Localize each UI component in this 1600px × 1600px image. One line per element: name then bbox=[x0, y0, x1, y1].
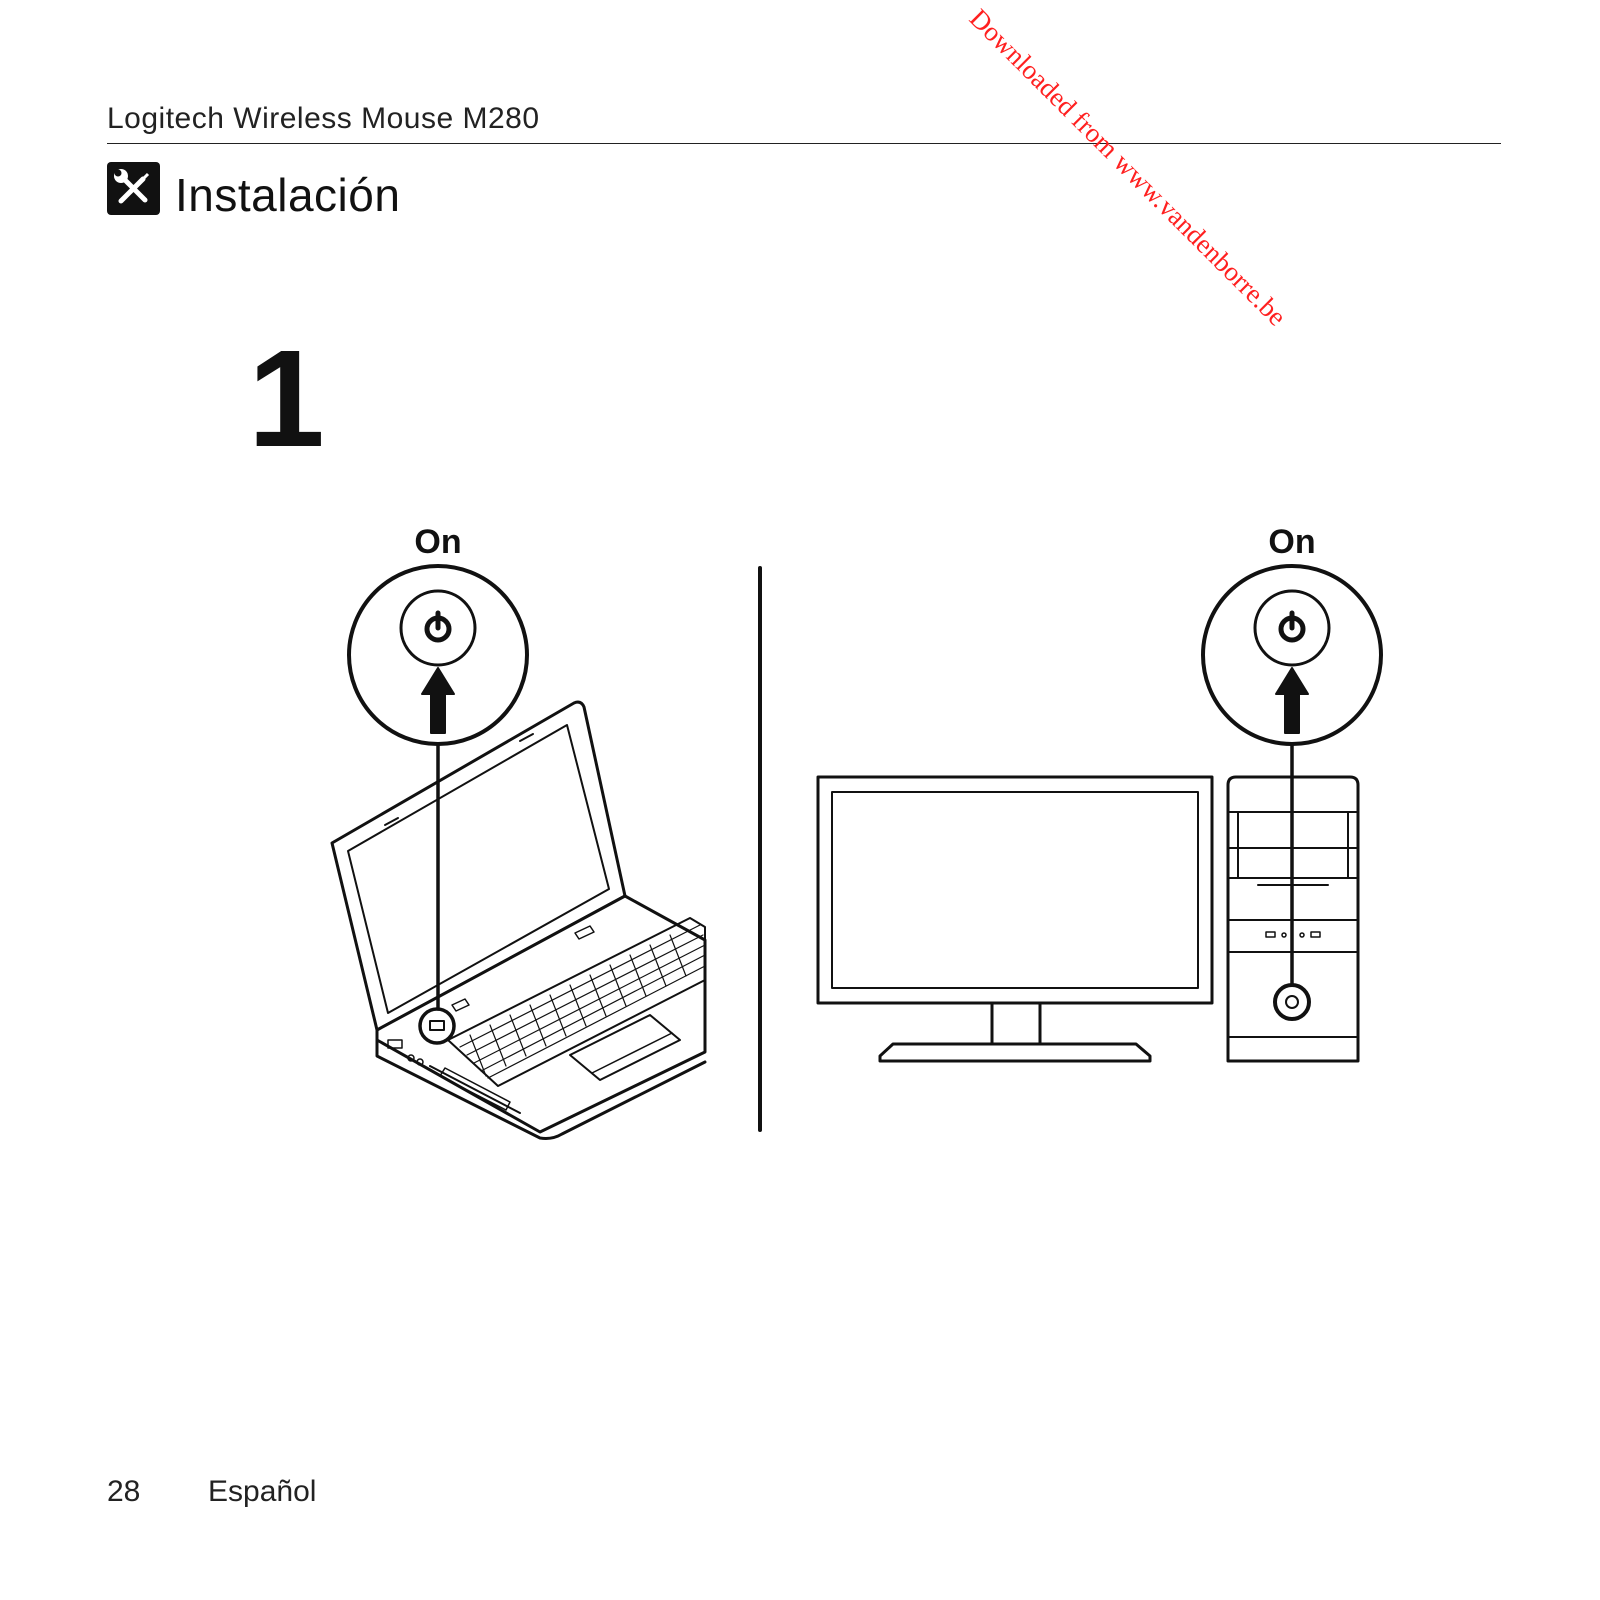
desktop-power-icon bbox=[1275, 610, 1309, 734]
desktop-illustration bbox=[816, 564, 1383, 1063]
page-language: Español bbox=[208, 1475, 317, 1508]
section-title: Instalación bbox=[175, 169, 401, 221]
tools-icon bbox=[107, 162, 160, 215]
desktop-on-label: On bbox=[1268, 523, 1316, 561]
laptop-power-icon bbox=[421, 610, 455, 734]
header-divider bbox=[107, 143, 1501, 144]
laptop-illustration bbox=[330, 564, 707, 1140]
page-number: 28 bbox=[107, 1475, 141, 1508]
laptop-on-label: On bbox=[414, 523, 462, 561]
step-number: 1 bbox=[248, 322, 325, 476]
document-header-title: Logitech Wireless Mouse M280 bbox=[107, 102, 540, 135]
